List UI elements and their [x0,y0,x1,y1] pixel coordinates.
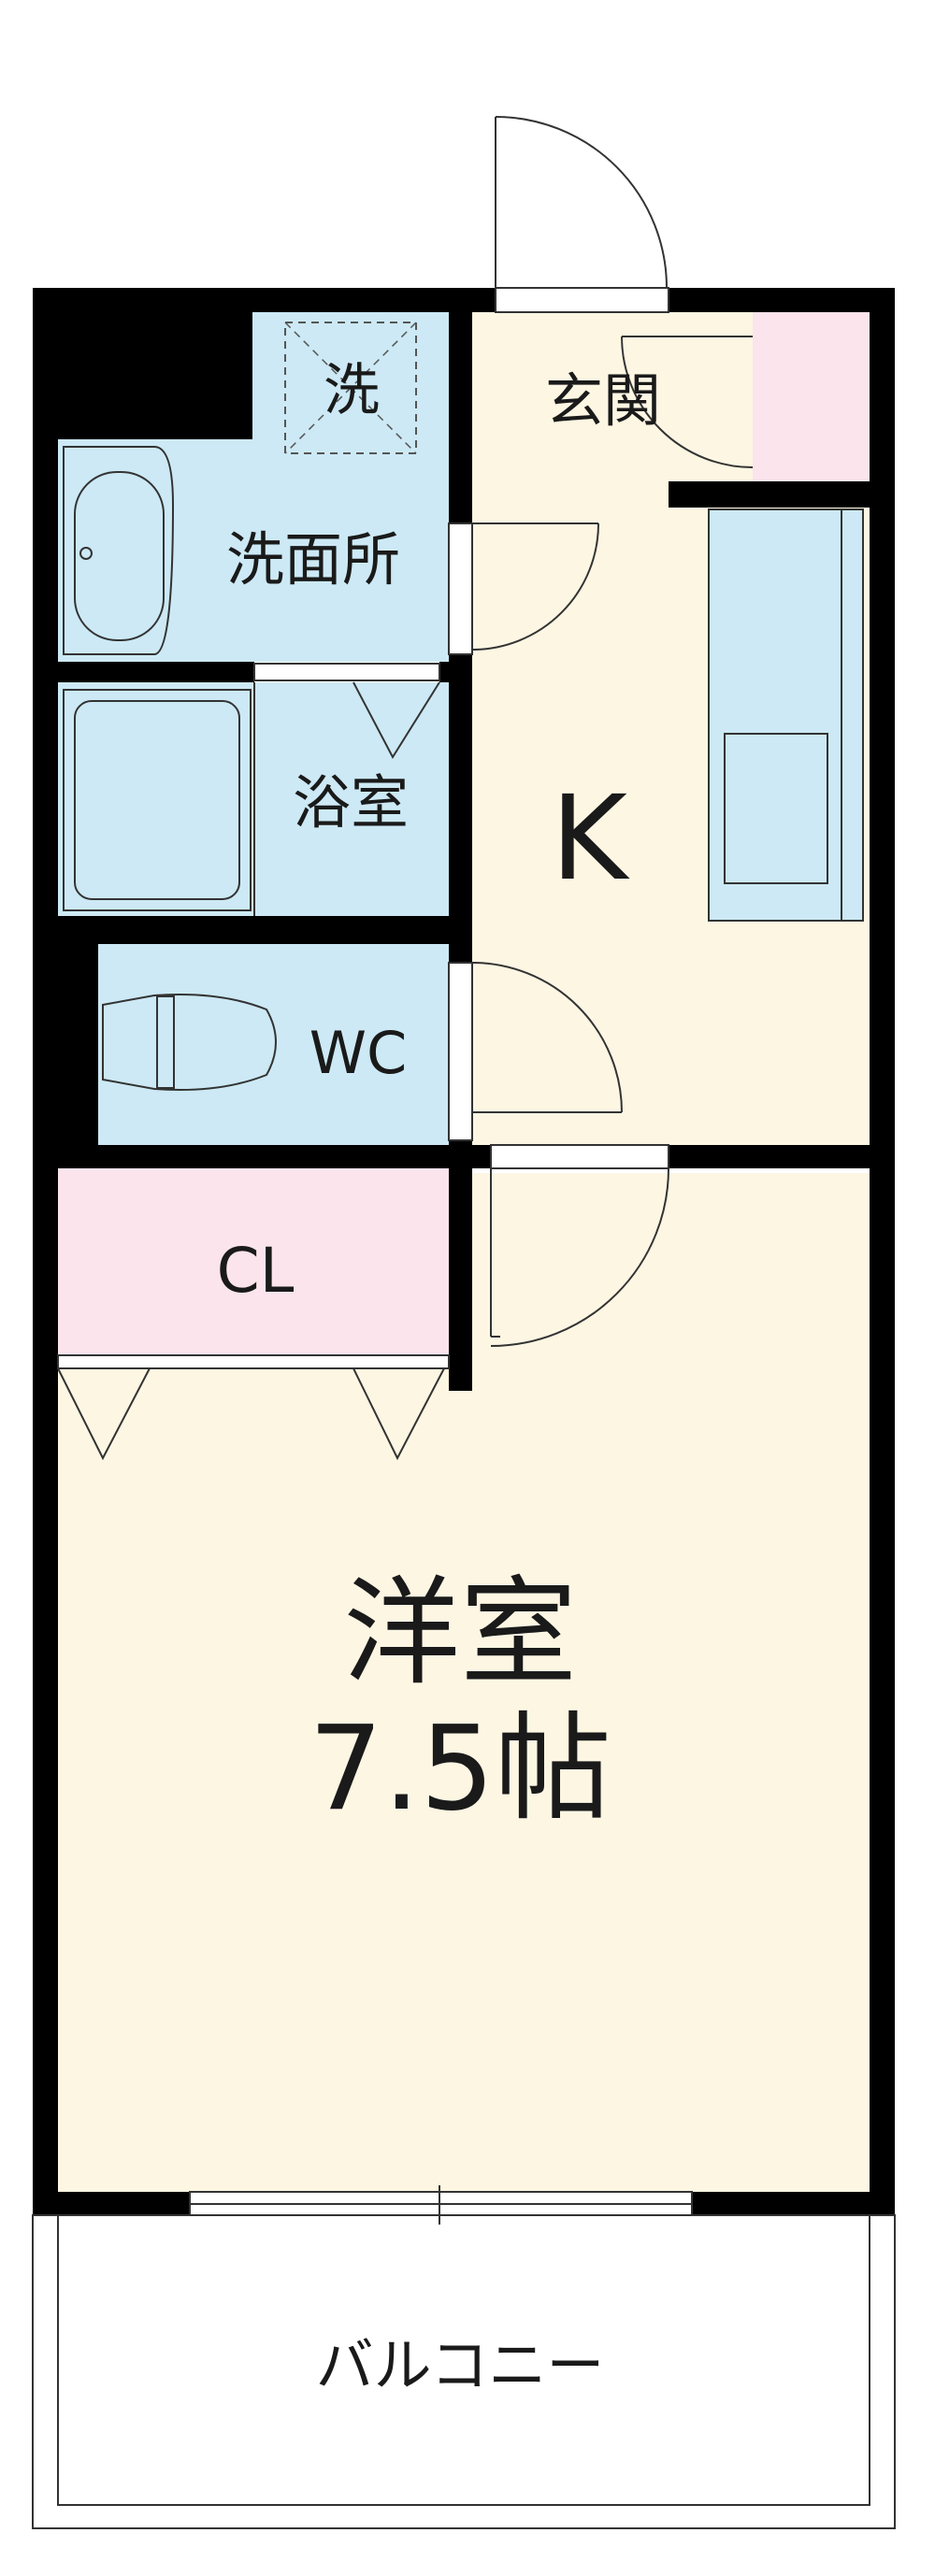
room-door-opening [490,1144,669,1169]
entrance-door-icon [495,116,668,289]
washroom-area-lower [58,439,449,662]
laundry-label: 洗 [324,358,380,423]
western-room-size-label: 7.5帖 [309,1701,611,1837]
washroom-door-opening [253,663,440,681]
washbasin-icon [63,446,175,655]
washroom-label: 洗面所 [226,525,400,594]
kitchen-counter [708,508,864,922]
toilet-side-opening [448,962,473,1141]
western-room-label: 洋室 [343,1566,577,1701]
kitchen-sink [724,733,828,884]
door-opening-top [495,287,669,313]
walls [33,288,895,2215]
washing-machine-space [284,322,417,454]
balcony-window-icon [189,2185,693,2225]
entrance-area [472,308,753,486]
toilet-label: WC [309,1019,408,1087]
entrance-inner-door-icon [621,336,754,468]
kitchen-counter-edge [841,508,864,922]
toilet-icon [102,994,277,1091]
shoe-storage [753,308,870,486]
bathroom-folding-door-icon [352,681,440,760]
washroom-door-icon [471,522,599,651]
washroom-side-opening [448,522,473,655]
closet-label: CL [217,1235,295,1307]
room-door-icon [490,1167,669,1347]
closet-area-top [58,1173,449,1365]
entrance-label: 玄関 [545,366,661,435]
bathroom-label: 浴室 [293,768,409,837]
balcony-label: バルコニー [316,2331,605,2399]
kitchen-label: K [551,771,630,907]
bathtub-icon [63,682,255,916]
closet-folding-door-icon [57,1367,445,1461]
balcony-outline [32,2214,896,2529]
closet-opening [57,1354,450,1369]
toilet-door-icon [471,962,623,1113]
